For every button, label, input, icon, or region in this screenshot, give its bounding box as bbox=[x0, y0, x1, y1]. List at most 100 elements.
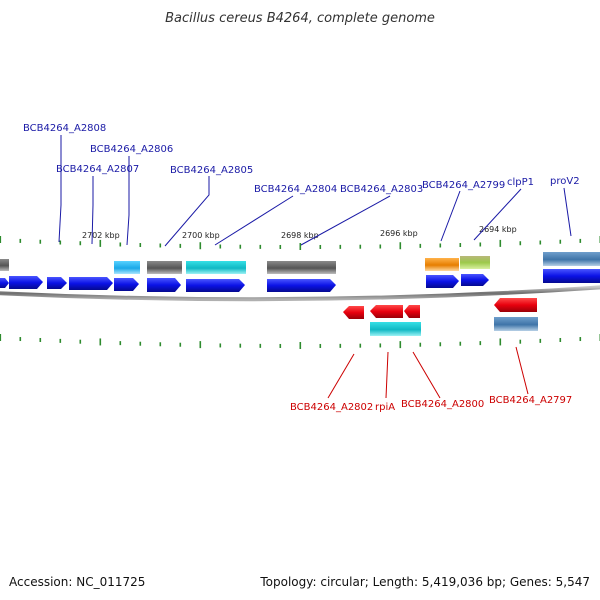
tick-mark bbox=[279, 244, 282, 249]
tick-mark bbox=[119, 341, 122, 346]
tick-mark bbox=[579, 337, 582, 342]
genome-backbone bbox=[0, 285, 600, 302]
scale-label: 2702 kbp bbox=[82, 231, 120, 240]
tick-mark bbox=[19, 238, 22, 243]
reverse-gene-arrow bbox=[370, 305, 403, 318]
tick-mark bbox=[319, 343, 322, 348]
tick-mark bbox=[559, 337, 562, 342]
tick-mark bbox=[159, 342, 162, 347]
reverse-label-leaders bbox=[327, 346, 529, 399]
forward-gene-arrow bbox=[114, 278, 139, 291]
tick-mark bbox=[179, 342, 182, 347]
gene-label-forward: BCB4264_A2804 bbox=[254, 184, 337, 195]
gene-label-reverse: BCB4264_A2797 bbox=[489, 395, 572, 406]
forward-gene-track bbox=[0, 269, 600, 292]
gene-label-forward: BCB4264_A2803 bbox=[340, 184, 423, 195]
reverse-gene-arrow bbox=[494, 298, 537, 312]
forward-feature-track bbox=[0, 252, 600, 274]
forward-gene-arrow bbox=[267, 279, 336, 292]
feature-box bbox=[114, 261, 140, 274]
tick-mark bbox=[279, 343, 282, 348]
reverse-gene-arrow bbox=[343, 306, 364, 319]
tick-mark bbox=[499, 239, 502, 247]
tick-mark bbox=[199, 242, 202, 250]
tick-mark bbox=[119, 242, 122, 247]
tick-mark bbox=[439, 342, 442, 347]
tick-mark bbox=[79, 339, 82, 344]
scale-label: 2694 kbp bbox=[479, 225, 517, 234]
gene-label-reverse: rpiA bbox=[375, 402, 395, 413]
tick-mark bbox=[59, 338, 62, 343]
forward-gene-arrow bbox=[543, 269, 600, 283]
gene-label-forward: proV2 bbox=[550, 176, 580, 187]
tick-mark bbox=[339, 244, 342, 249]
feature-box bbox=[267, 261, 336, 274]
reverse-gene-track bbox=[343, 298, 537, 319]
reverse-feature-track bbox=[370, 317, 538, 336]
tick-mark bbox=[399, 341, 402, 349]
scale-label: 2700 kbp bbox=[182, 231, 220, 240]
genome-summary-text: Topology: circular; Length: 5,419,036 bp… bbox=[260, 575, 590, 589]
tick-mark bbox=[439, 243, 442, 248]
tick-mark bbox=[199, 341, 202, 349]
feature-box bbox=[147, 261, 182, 274]
tick-mark bbox=[19, 337, 22, 342]
tick-mark bbox=[579, 238, 582, 243]
map-title: Bacillus cereus B4264, complete genome bbox=[165, 11, 435, 26]
tick-mark bbox=[539, 240, 542, 245]
tick-mark bbox=[419, 243, 422, 248]
tick-mark bbox=[299, 243, 302, 250]
tick-mark bbox=[219, 343, 222, 348]
tick-mark bbox=[159, 243, 162, 248]
gene-label-reverse: BCB4264_A2802 bbox=[290, 402, 373, 413]
tick-mark bbox=[239, 244, 242, 249]
forward-gene-arrow bbox=[9, 276, 43, 289]
gene-label-reverse: BCB4264_A2800 bbox=[401, 399, 484, 410]
inner-tick-ring bbox=[0, 334, 600, 349]
tick-mark bbox=[559, 239, 562, 244]
feature-box bbox=[0, 259, 9, 271]
tick-mark bbox=[139, 243, 142, 248]
tick-mark bbox=[299, 342, 302, 349]
reverse-gene-arrow bbox=[404, 305, 420, 318]
tick-mark bbox=[259, 343, 262, 348]
accession-text: Accession: NC_011725 bbox=[9, 575, 146, 589]
tick-mark bbox=[459, 243, 462, 248]
gene-label-forward: clpP1 bbox=[507, 177, 534, 188]
tick-mark bbox=[319, 244, 322, 249]
gene-label-forward: BCB4264_A2808 bbox=[23, 123, 106, 134]
feature-box bbox=[543, 252, 600, 266]
tick-mark bbox=[519, 339, 522, 344]
tick-mark bbox=[99, 239, 102, 247]
scale-label: 2698 kbp bbox=[281, 231, 319, 240]
tick-mark bbox=[379, 343, 382, 348]
forward-gene-arrow bbox=[69, 277, 113, 290]
feature-box bbox=[404, 322, 421, 336]
feature-box bbox=[494, 317, 538, 331]
tick-mark bbox=[99, 338, 102, 346]
feature-box bbox=[370, 322, 404, 336]
tick-mark bbox=[139, 341, 142, 346]
tick-mark bbox=[259, 244, 262, 249]
tick-mark bbox=[339, 343, 342, 348]
gene-label-forward: BCB4264_A2805 bbox=[170, 165, 253, 176]
forward-gene-arrow bbox=[47, 277, 67, 289]
tick-mark bbox=[79, 241, 82, 246]
forward-gene-arrow bbox=[147, 278, 181, 292]
tick-mark bbox=[379, 244, 382, 249]
tick-mark bbox=[0, 334, 2, 341]
forward-label-leaders bbox=[58, 135, 572, 247]
tick-mark bbox=[479, 242, 482, 247]
tick-mark bbox=[179, 243, 182, 248]
scale-label: 2696 kbp bbox=[380, 229, 418, 238]
forward-gene-arrow bbox=[0, 278, 9, 288]
tick-mark bbox=[399, 242, 402, 250]
feature-box bbox=[186, 261, 246, 274]
tick-mark bbox=[479, 341, 482, 346]
tick-mark bbox=[59, 240, 62, 245]
tick-mark bbox=[219, 244, 222, 249]
feature-box bbox=[425, 258, 459, 271]
tick-mark bbox=[359, 244, 362, 249]
tick-mark bbox=[359, 343, 362, 348]
